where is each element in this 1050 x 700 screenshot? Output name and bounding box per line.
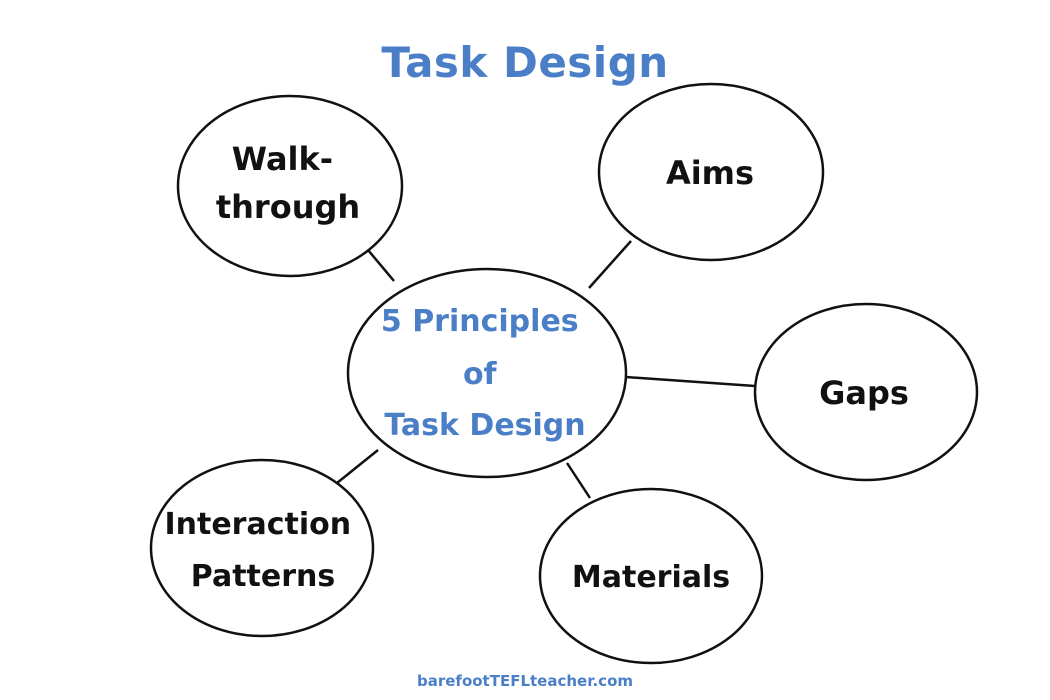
node-label-line: Gaps: [819, 374, 909, 412]
node-materials-circle: [538, 487, 764, 665]
node-label-line: through: [216, 188, 360, 226]
node-walkthrough-label: Walk- through: [216, 140, 360, 226]
connector-gaps: [625, 375, 756, 388]
node-aims-label: Aims: [666, 154, 754, 192]
node-label-line: Interaction: [164, 507, 351, 542]
node-interaction-label: Interaction Patterns: [164, 507, 361, 594]
connector-materials: [565, 462, 592, 499]
node-interaction-circle: [149, 458, 375, 638]
node-walkthrough-circle: [176, 94, 404, 278]
node-label-line: Walk-: [232, 140, 333, 178]
page-title: Task Design: [381, 38, 669, 87]
center-label-line: Task Design: [384, 408, 585, 443]
node-aims-circle: [597, 82, 825, 262]
node-materials-label: Materials: [572, 560, 730, 595]
node-label-line: Materials: [572, 560, 730, 595]
footer-website: barefootTEFLteacher.com: [416, 672, 633, 690]
center-label-line: of: [463, 357, 498, 392]
connector-walkthrough: [367, 249, 395, 282]
node-gaps-label: Gaps: [819, 374, 909, 412]
center-label: 5 Principles of Task Design: [381, 304, 589, 443]
node-label-line: Aims: [666, 154, 754, 192]
node-gaps-circle: [753, 302, 979, 482]
center-label-line: 5 Principles: [381, 304, 579, 339]
center-circle: [346, 267, 628, 479]
node-label-line: Patterns: [191, 559, 335, 594]
connector-interaction: [336, 449, 379, 484]
connector-aims: [588, 240, 632, 289]
